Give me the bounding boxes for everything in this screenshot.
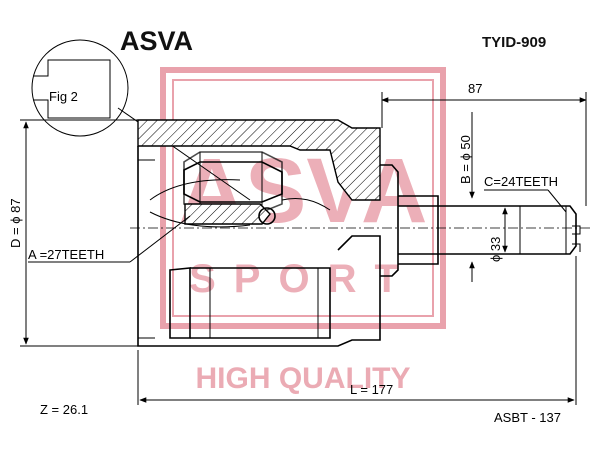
dim-shaft-label: ϕ 33 — [488, 237, 503, 262]
watermark-inner-frame — [172, 79, 434, 317]
watermark-text-sport: SPORT — [189, 257, 417, 301]
watermark-text-bottom: HIGH QUALITY — [196, 362, 411, 395]
watermark: ASVA SPORT HIGH QUALITY — [160, 67, 446, 395]
housing-body-lower — [137, 146, 381, 347]
dim-overall-right-label: 87 — [468, 81, 482, 96]
footer-code: ASBT - 137 — [494, 410, 561, 425]
dim-l-label: L = 177 — [350, 382, 393, 397]
dim-b-label: B = ϕ 50 — [458, 135, 473, 184]
outer-housing — [137, 119, 381, 347]
dim-l: L = 177 — [137, 256, 577, 405]
dim-a-label: A =27TEETH — [28, 247, 104, 262]
dim-overall-right: 87 — [381, 81, 587, 206]
stem-shaft — [380, 164, 581, 277]
housing-wall-top — [137, 119, 381, 201]
part-number: TYID-909 — [482, 34, 546, 51]
dim-d-label: D = ϕ 87 — [8, 198, 23, 248]
dim-z-label: Z = 26.1 — [40, 402, 88, 417]
dim-c-label: C=24TEETH — [484, 174, 558, 189]
dim-shaft: ϕ 33 — [488, 207, 508, 262]
stem-collar — [398, 195, 439, 207]
tripod-hub — [184, 203, 271, 225]
stem-spline — [437, 205, 577, 255]
dim-d: D = ϕ 87 — [8, 119, 138, 347]
figure-badge: Fig 2 — [31, 39, 251, 201]
dim-a: A =27TEETH — [28, 215, 191, 263]
dim-c: C=24TEETH — [484, 174, 567, 213]
figure-label: Fig 2 — [49, 89, 78, 104]
watermark-frame — [160, 67, 446, 329]
brand-title: ASVA — [120, 26, 193, 56]
watermark-text-top: ASVA — [179, 140, 428, 242]
dim-b: B = ϕ 50 — [458, 112, 475, 282]
